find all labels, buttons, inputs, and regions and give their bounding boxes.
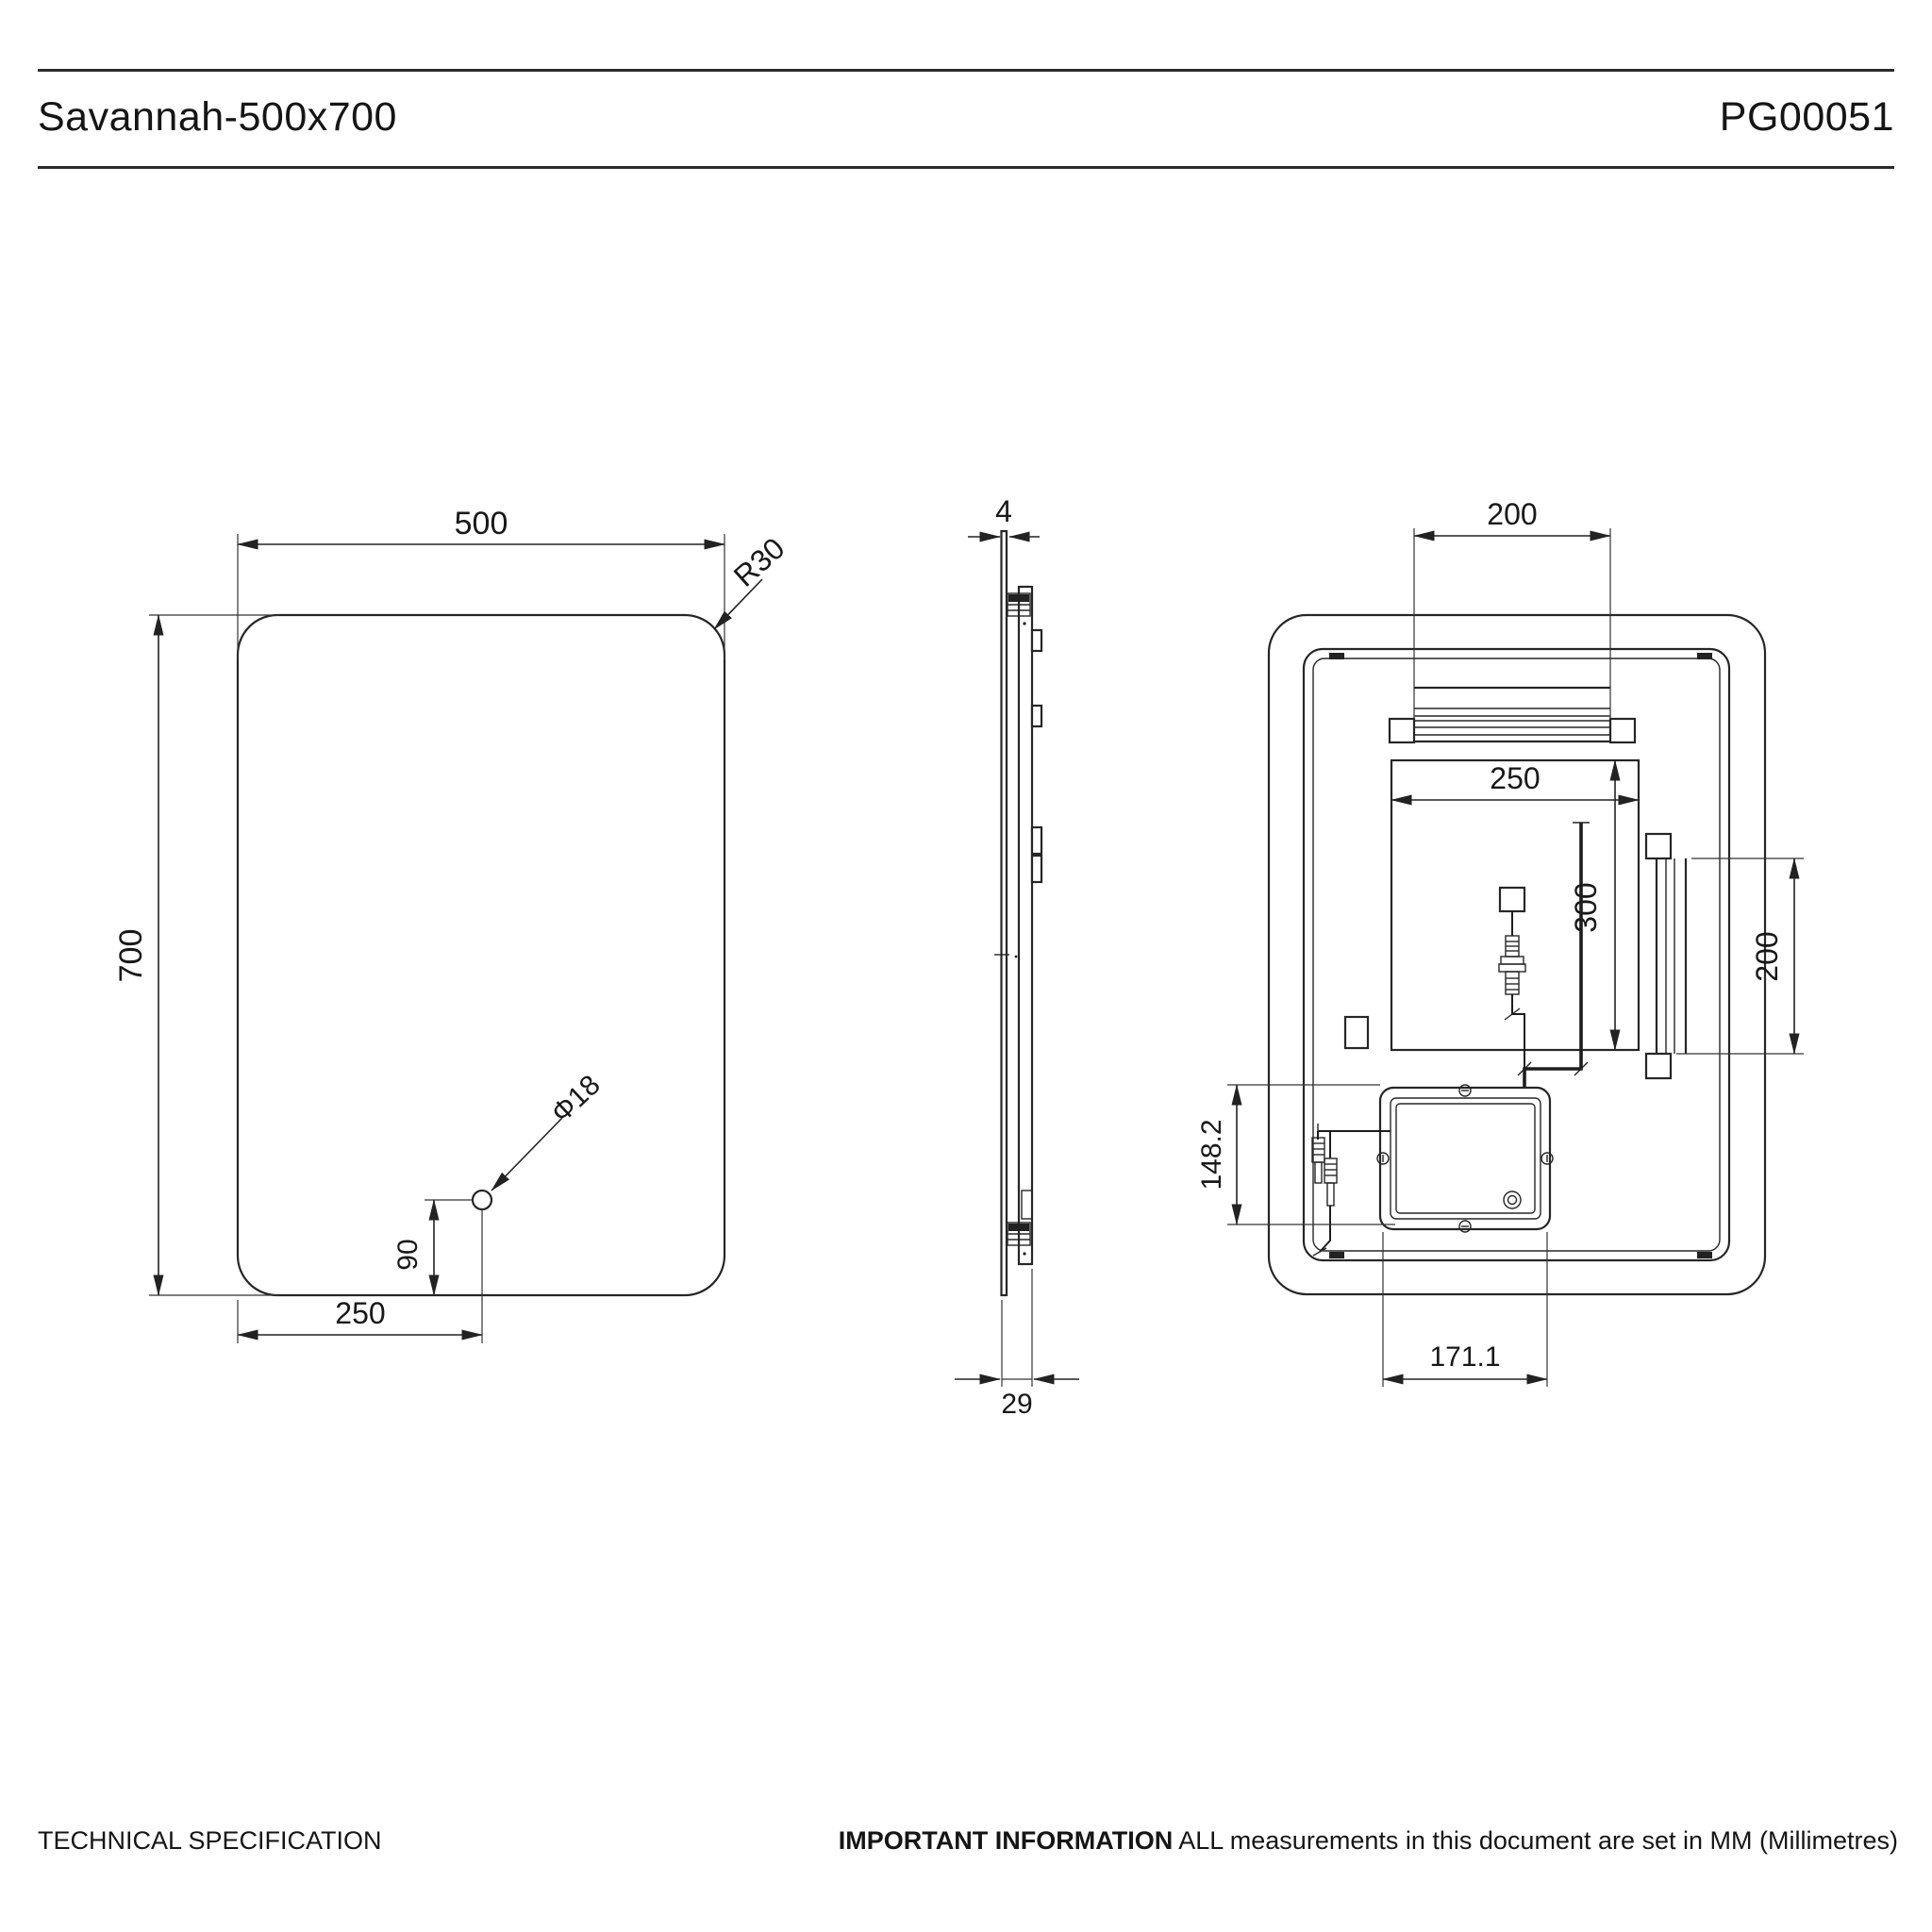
front-width-dimension: 500 bbox=[237, 506, 725, 660]
side-hanger-dimension: 200 bbox=[1676, 858, 1804, 1055]
back-frame-inner bbox=[1312, 658, 1721, 1252]
hanger-block bbox=[1644, 832, 1673, 860]
cutout-height-label: 300 bbox=[1569, 882, 1603, 932]
corner-radius-callout: R30 bbox=[713, 531, 791, 630]
screw-lug bbox=[1458, 1220, 1472, 1233]
corner-key bbox=[1697, 1252, 1712, 1258]
top-bracket bbox=[1007, 592, 1031, 625]
clip bbox=[1030, 704, 1043, 728]
product-name: Savannah-500x700 bbox=[38, 93, 397, 140]
led-plugs bbox=[1311, 1124, 1391, 1257]
front-width-label: 500 bbox=[455, 506, 508, 541]
cutout-width-label: 250 bbox=[1490, 761, 1540, 795]
top-hanger-bar bbox=[1388, 528, 1637, 744]
top-hanger-dimension: 200 bbox=[1413, 497, 1611, 541]
hanger-block bbox=[1608, 717, 1637, 744]
touch-sensor bbox=[1343, 1015, 1370, 1050]
clip bbox=[1030, 825, 1043, 856]
side-hanger-label: 200 bbox=[1750, 931, 1784, 981]
cutout-height-dimension: 300 bbox=[1569, 759, 1621, 1051]
hole-diameter-label: Φ18 bbox=[545, 1069, 606, 1128]
corner-key bbox=[1329, 653, 1344, 659]
front-height-label: 700 bbox=[113, 929, 149, 983]
hole-left-dimension: 250 bbox=[237, 1209, 483, 1343]
corner-key bbox=[1697, 653, 1712, 659]
glass-thickness-label: 4 bbox=[995, 494, 1012, 528]
glass-profile bbox=[1000, 529, 1008, 1297]
header: Savannah-500x700 PG00051 bbox=[38, 83, 1894, 151]
power-cable bbox=[1517, 822, 1590, 1087]
screw-lug bbox=[1376, 1152, 1390, 1165]
corner-key bbox=[1329, 1252, 1344, 1258]
screw-lug bbox=[1458, 1084, 1472, 1097]
mirror-outline bbox=[236, 613, 726, 1297]
front-height-dimension: 700 bbox=[113, 614, 279, 1296]
hole-left-label: 250 bbox=[335, 1296, 385, 1330]
side-hanger-bar bbox=[1644, 832, 1688, 1080]
hole-bottom-label: 90 bbox=[392, 1239, 424, 1270]
centre-dot bbox=[1014, 955, 1018, 958]
back-frame-outer bbox=[1302, 647, 1731, 1262]
screw-lug bbox=[1541, 1152, 1554, 1165]
top-hanger-label: 200 bbox=[1487, 497, 1537, 531]
corner-radius-label: R30 bbox=[727, 531, 791, 593]
back-outline bbox=[1267, 613, 1767, 1296]
back-view: 200 250 300 bbox=[1196, 497, 1804, 1387]
cable-port-inner bbox=[1507, 1194, 1518, 1206]
header-rule-bottom bbox=[38, 166, 1894, 169]
front-view: 500 R30 700 Φ18 bbox=[113, 506, 791, 1343]
hanger-block bbox=[1388, 717, 1416, 744]
clip bbox=[1030, 854, 1043, 884]
cable-connector bbox=[1498, 886, 1526, 1069]
driver-height-label: 148.2 bbox=[1196, 1119, 1227, 1190]
clip bbox=[1030, 628, 1043, 653]
footer: TECHNICAL SPECIFICATION IMPORTANT INFORM… bbox=[38, 1826, 1898, 1856]
cutout-width-dimension: 250 bbox=[1391, 761, 1640, 806]
header-rule-top bbox=[38, 69, 1894, 72]
depth-dimension: 29 bbox=[955, 1269, 1079, 1420]
driver-height-dimension: 148.2 bbox=[1196, 1084, 1395, 1225]
bottom-bracket bbox=[1007, 1190, 1033, 1256]
driver-width-dimension: 171.1 bbox=[1382, 1232, 1548, 1387]
cable-port bbox=[1503, 1191, 1522, 1209]
side-view: 4 29 bbox=[955, 494, 1079, 1420]
sensor-hole bbox=[471, 1189, 493, 1211]
driver-width-label: 171.1 bbox=[1429, 1341, 1500, 1373]
footer-important-text: ALL measurements in this document are se… bbox=[1173, 1826, 1898, 1855]
cutout-area bbox=[1390, 758, 1641, 1052]
depth-label: 29 bbox=[1001, 1389, 1032, 1420]
hole-diameter-callout: Φ18 bbox=[491, 1069, 607, 1191]
footer-right: IMPORTANT INFORMATION ALL measurements i… bbox=[839, 1826, 1898, 1856]
product-code: PG00051 bbox=[1719, 93, 1894, 140]
glass-thickness-dimension: 4 bbox=[968, 494, 1040, 542]
hanger-block bbox=[1644, 1052, 1673, 1080]
driver-box bbox=[1376, 1084, 1554, 1233]
footer-left: TECHNICAL SPECIFICATION bbox=[38, 1826, 382, 1855]
frame-profile bbox=[1017, 585, 1034, 1266]
hole-bottom-dimension: 90 bbox=[392, 1199, 473, 1296]
footer-important-label: IMPORTANT INFORMATION bbox=[838, 1826, 1174, 1855]
